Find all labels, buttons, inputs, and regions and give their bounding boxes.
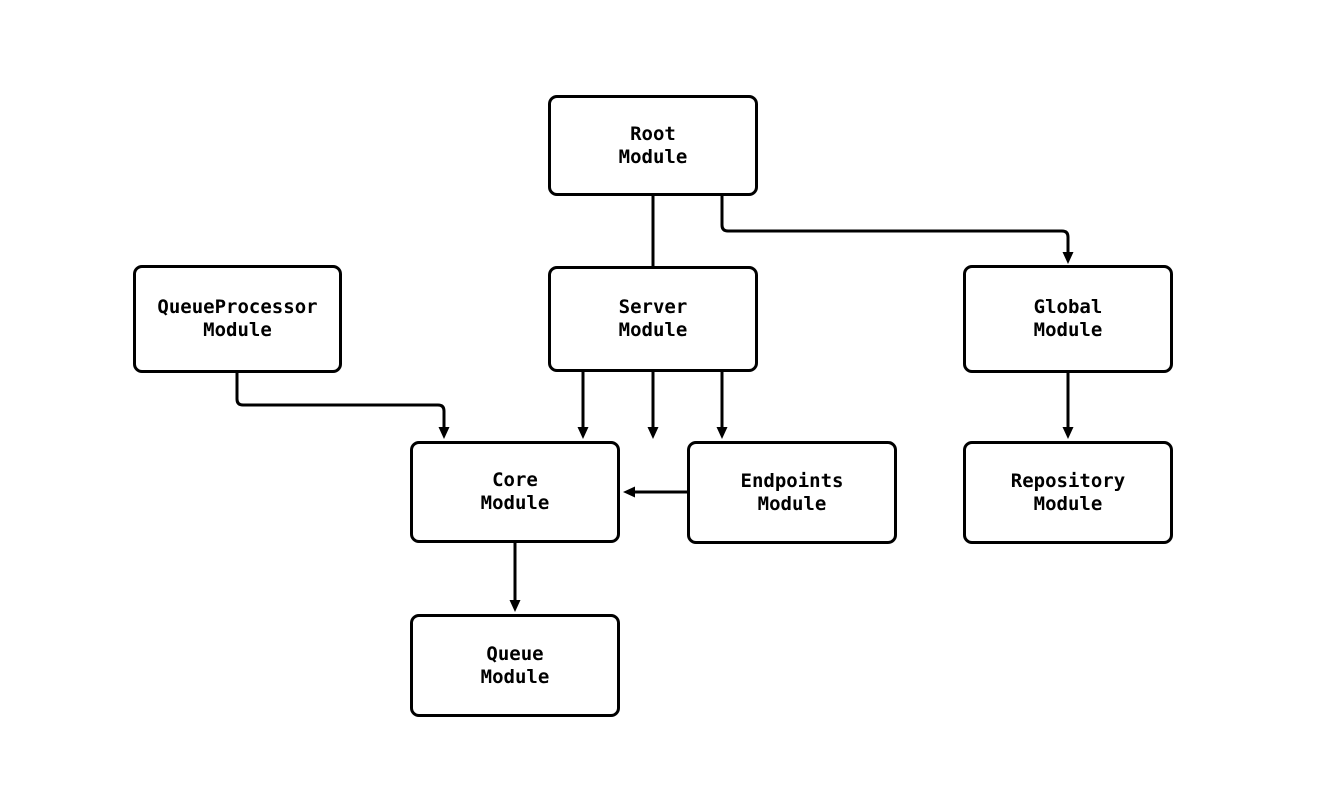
node-core-module-label-line1: Core	[492, 469, 538, 491]
edge-queueprocessor-to-core	[235, 373, 450, 439]
node-root-module[interactable]: Root Module	[548, 95, 758, 196]
node-endpoints-module-label-line2: Module	[757, 492, 827, 515]
node-root-module-label-line1: Root	[630, 122, 676, 145]
node-server-module-label-line1: Server	[618, 296, 688, 318]
node-queue-module[interactable]: Queue Module	[410, 614, 620, 717]
node-global-module[interactable]: Global Module	[963, 265, 1173, 373]
node-repository-module-label-line2: Module	[1033, 492, 1103, 515]
node-root-module-label-line2: Module	[618, 145, 688, 168]
node-endpoints-module-label-line1: Endpoints	[740, 469, 844, 492]
edge-root-to-global	[720, 196, 1074, 264]
node-core-module[interactable]: Core Module	[410, 441, 620, 543]
node-repository-module-label-line1: Repository	[1010, 469, 1126, 492]
node-repository-module[interactable]: Repository Module	[963, 441, 1173, 544]
node-global-module-label-line2: Module	[1033, 319, 1103, 341]
node-queueprocessor-module-label-line1: QueueProcessor	[157, 296, 318, 318]
node-server-module-label-line2: Module	[618, 319, 688, 341]
node-queue-module-label-line1: Queue	[486, 642, 544, 665]
node-global-module-label-line1: Global	[1033, 296, 1103, 318]
node-queue-module-label-line2: Module	[480, 665, 550, 688]
node-endpoints-module[interactable]: Endpoints Module	[687, 441, 897, 544]
node-queueprocessor-module[interactable]: QueueProcessor Module	[133, 265, 342, 373]
node-queueprocessor-module-label-line2: Module	[203, 319, 272, 341]
node-core-module-label-line2: Module	[480, 492, 550, 514]
node-server-module[interactable]: Server Module	[548, 266, 758, 372]
